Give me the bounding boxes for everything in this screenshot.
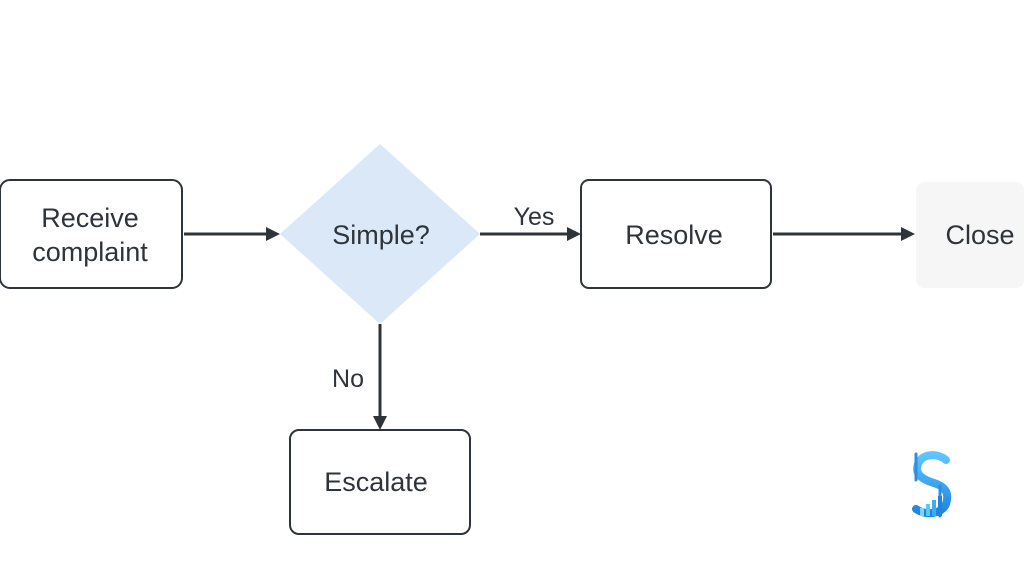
simple-decision-node: [280, 144, 480, 324]
close-label: Close: [945, 220, 1014, 250]
receive-complaint-node: [0, 179, 183, 289]
close-node: [916, 182, 1024, 288]
receive-complaint-line2: complaint: [32, 237, 148, 267]
escalate-node: [289, 429, 471, 535]
resolve-node: [580, 179, 772, 289]
simple-decision-label: Simple?: [332, 220, 430, 250]
resolve-label: Resolve: [625, 220, 723, 250]
no-edge-label: No: [332, 365, 364, 393]
escalate-label: Escalate: [324, 467, 428, 497]
receive-complaint-line1: Receive: [41, 203, 139, 233]
stylized-s-logo-icon: [912, 451, 952, 518]
yes-edge-label: Yes: [514, 203, 555, 231]
